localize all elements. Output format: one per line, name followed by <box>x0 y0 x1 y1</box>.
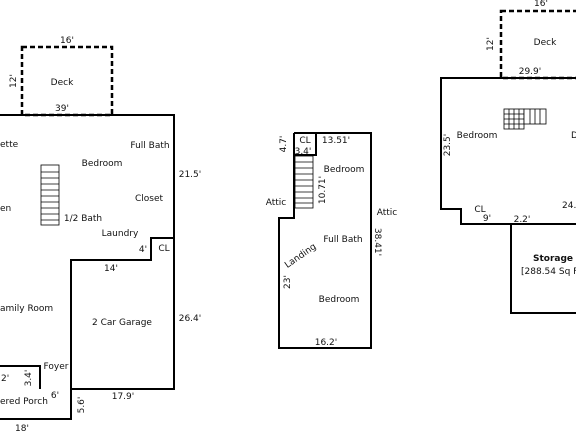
deck-label: Deck <box>51 78 74 88</box>
deck-depth-label-lower: 12' <box>486 37 496 51</box>
room-right-partial: D <box>571 131 576 141</box>
room-bedroom-lower: Bedroom <box>457 131 498 141</box>
deck-width-label: 16' <box>60 36 74 46</box>
dim-foyer-gap: 6' <box>51 391 59 401</box>
dim-porch-left: 2' <box>1 374 9 384</box>
dim-bottom-width: 18' <box>15 424 29 432</box>
dim-garage-top: 14' <box>104 264 118 274</box>
room-bedroom-top: Bedroom <box>324 165 365 175</box>
room-garage: 2 Car Garage <box>92 318 152 328</box>
garage-walls <box>70 237 174 389</box>
dim-storage-gap: 2.2' <box>514 215 531 225</box>
dim-right-partial: 24. <box>562 201 576 211</box>
room-porch: ered Porch <box>0 397 48 407</box>
dim-bottom-width-upper: 16.2' <box>315 338 338 348</box>
main-floor-walls <box>0 114 175 420</box>
room-kitchen: en <box>0 204 11 214</box>
room-attic-left: Attic <box>266 198 287 208</box>
room-family-room: amily Room <box>0 304 53 314</box>
room-closet: Closet <box>135 194 164 204</box>
plan-main-floor: 16' 12' Deck 39' ette en Full Bath Bedro… <box>0 36 201 432</box>
dim-cl-width-upper: 3.4' <box>295 147 312 157</box>
dim-left-wall-lower: 23.5' <box>443 134 453 157</box>
plan-upper-floor: CL Bedroom Attic Full Bath Landing Bedro… <box>266 132 398 349</box>
lower-stairs <box>503 108 547 130</box>
room-bedroom: Bedroom <box>82 159 123 169</box>
room-attic-right: Attic <box>377 208 398 218</box>
main-stairs <box>40 164 60 226</box>
room-cl-upper: CL <box>299 136 310 146</box>
dim-stair-length: 10.71' <box>318 176 328 204</box>
dim-left-length: 23' <box>283 275 293 289</box>
deck-bottom-dim: 39' <box>55 104 69 114</box>
dim-top-width: 13.51' <box>322 136 350 146</box>
upper-floor-walls <box>278 132 372 349</box>
room-cl-lower: CL <box>474 205 485 215</box>
porch-walls <box>0 365 41 389</box>
deck-label-lower: Deck <box>534 38 557 48</box>
room-cl: CL <box>158 244 169 254</box>
dim-porch-right: 5.6' <box>77 397 87 414</box>
room-bedroom-bottom: Bedroom <box>319 295 360 305</box>
upper-closet-wall <box>294 133 317 156</box>
dim-right-wall: 21.5' <box>179 170 202 180</box>
dim-garage-bottom: 17.9' <box>112 392 135 402</box>
dim-cl-width: 4' <box>139 245 147 255</box>
room-storage: Storage <box>533 254 573 264</box>
room-full-bath-upper: Full Bath <box>323 235 362 245</box>
room-half-bath: 1/2 Bath <box>64 214 102 224</box>
lower-level-walls <box>440 77 576 314</box>
dim-right-length: 38.41' <box>372 228 382 256</box>
room-storage-area: [288.54 Sq F <box>521 267 576 277</box>
dim-porch-height: 3.4' <box>24 370 34 387</box>
room-full-bath: Full Bath <box>130 141 169 151</box>
room-foyer: Foyer <box>44 362 69 372</box>
room-landing: Landing <box>283 242 318 271</box>
deck-bottom-dim-lower: 29.9' <box>519 67 542 77</box>
room-dinette: ette <box>0 140 19 150</box>
deck-depth-label: 12' <box>9 74 19 88</box>
deck-width-label-lower: 16' <box>534 0 548 9</box>
dim-cl-width-lower: 9' <box>483 214 491 224</box>
room-laundry: Laundry <box>102 229 139 239</box>
plan-lower-level: 16' 12' Deck 29.9' Bedroom D CL Storage … <box>440 0 576 314</box>
dim-garage-right: 26.4' <box>179 314 202 324</box>
dim-cl-height: 4.7' <box>279 136 289 153</box>
upper-stairs <box>294 155 314 209</box>
